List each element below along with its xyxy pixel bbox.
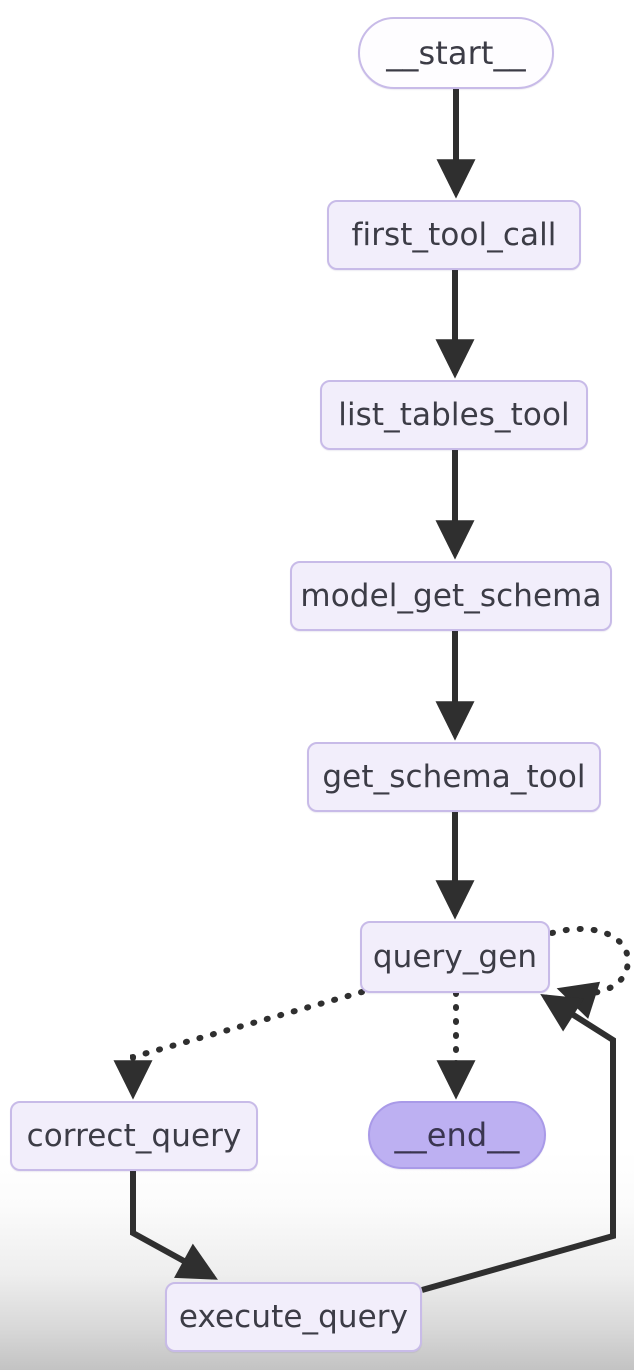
edge-query-gen-self-loop	[549, 926, 631, 1019]
graph-node-start[interactable]: __start__	[358, 17, 554, 89]
edge-correct-query-to-execute-query	[130, 1171, 218, 1280]
graph-node-end[interactable]: __end__	[368, 1101, 546, 1169]
graph-node-list_tables_tool[interactable]: list_tables_tool	[320, 380, 588, 450]
graph-node-correct_query[interactable]: correct_query	[10, 1101, 258, 1171]
graph-node-query_gen[interactable]: query_gen	[360, 921, 550, 993]
edge-query-gen-to-correct-query	[113, 989, 365, 1100]
graph-node-first_tool_call[interactable]: first_tool_call	[327, 200, 581, 270]
graph-node-get_schema_tool[interactable]: get_schema_tool	[307, 742, 601, 812]
graph-node-execute_query[interactable]: execute_query	[165, 1282, 422, 1352]
graph-node-model_get_schema[interactable]: model_get_schema	[290, 561, 612, 631]
